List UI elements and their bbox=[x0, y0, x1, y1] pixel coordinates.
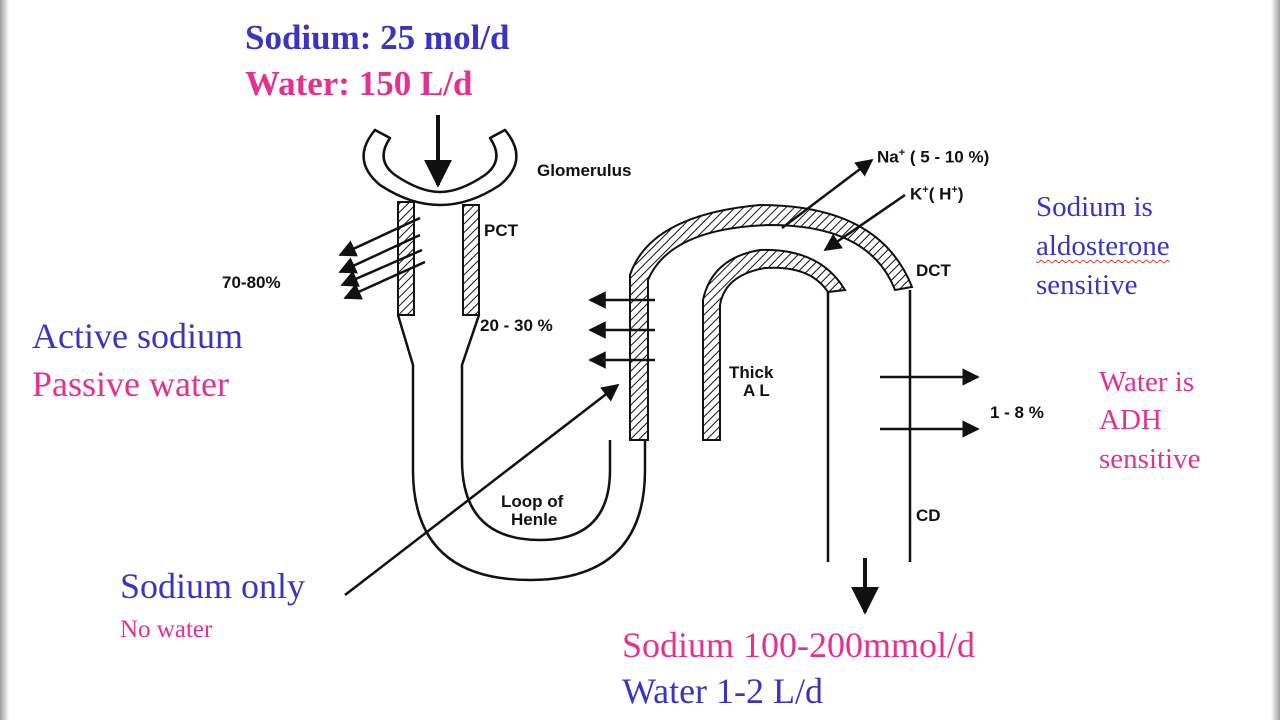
pct-arrow-3 bbox=[340, 248, 423, 287]
note-out-water: Water 1-2 L/d bbox=[622, 671, 824, 711]
na-percent: ( 5 - 10 %) bbox=[905, 147, 990, 167]
note-no-water: No water bbox=[120, 616, 213, 643]
label-dct: DCT bbox=[916, 261, 951, 280]
note-aldo-2: aldosterone bbox=[1036, 230, 1170, 262]
label-pct: PCT bbox=[484, 221, 518, 240]
na-arrow bbox=[781, 158, 874, 229]
na-symbol: Na bbox=[877, 147, 899, 167]
bowman-capsule bbox=[362, 128, 518, 207]
label-na: Na+ ( 5 - 10 %) bbox=[877, 148, 989, 166]
h-charge: + bbox=[951, 184, 958, 196]
right-border bbox=[1271, 0, 1280, 720]
left-border bbox=[0, 0, 9, 720]
label-pct-percent: 70-80% bbox=[222, 273, 281, 292]
pct-arrow-2 bbox=[338, 233, 421, 274]
note-aldo-1: Sodium is bbox=[1036, 191, 1153, 223]
label-al: A L bbox=[743, 381, 770, 400]
note-adh-2: ADH bbox=[1099, 404, 1162, 436]
label-thick: Thick bbox=[729, 363, 774, 382]
k-symbol: K bbox=[910, 184, 923, 204]
label-henle: Henle bbox=[511, 510, 558, 529]
label-k: K+( H+) bbox=[910, 185, 964, 203]
k-charge: + bbox=[922, 184, 929, 196]
sodium-only-pointer bbox=[344, 383, 620, 596]
loop-outer bbox=[396, 314, 647, 582]
loop-inner bbox=[460, 314, 612, 542]
pct-wall-right bbox=[462, 204, 480, 316]
label-cd-percent: 1 - 8 % bbox=[990, 403, 1044, 422]
k-open: ( H bbox=[928, 184, 952, 204]
label-glomerulus: Glomerulus bbox=[537, 161, 632, 180]
k-close: ) bbox=[957, 184, 964, 204]
top-water: Water: 150 L/d bbox=[245, 64, 473, 103]
note-sodium-only: Sodium only bbox=[120, 566, 306, 606]
k-arrow bbox=[823, 193, 906, 252]
note-adh-1: Water is bbox=[1099, 366, 1195, 398]
top-sodium: Sodium: 25 mol/d bbox=[245, 18, 510, 57]
label-loop-percent: 20 - 30 % bbox=[480, 316, 553, 335]
pct-wall-left bbox=[397, 201, 415, 316]
label-cd: CD bbox=[916, 506, 941, 525]
na-charge: + bbox=[898, 147, 906, 159]
note-aldo-3: sensitive bbox=[1036, 269, 1138, 301]
note-out-sodium: Sodium 100-200mmol/d bbox=[622, 625, 976, 665]
pct-arrow-1 bbox=[338, 216, 421, 257]
label-loop-of: Loop of bbox=[501, 492, 564, 511]
bowman-capsule-inner bbox=[382, 136, 498, 194]
note-active-sodium: Active sodium bbox=[32, 316, 243, 356]
pct-arrow-4 bbox=[343, 260, 426, 300]
thick-al bbox=[702, 248, 847, 441]
note-passive-water: Passive water bbox=[32, 364, 229, 404]
note-adh-3: sensitive bbox=[1099, 443, 1201, 475]
ascending-limb bbox=[629, 203, 914, 441]
